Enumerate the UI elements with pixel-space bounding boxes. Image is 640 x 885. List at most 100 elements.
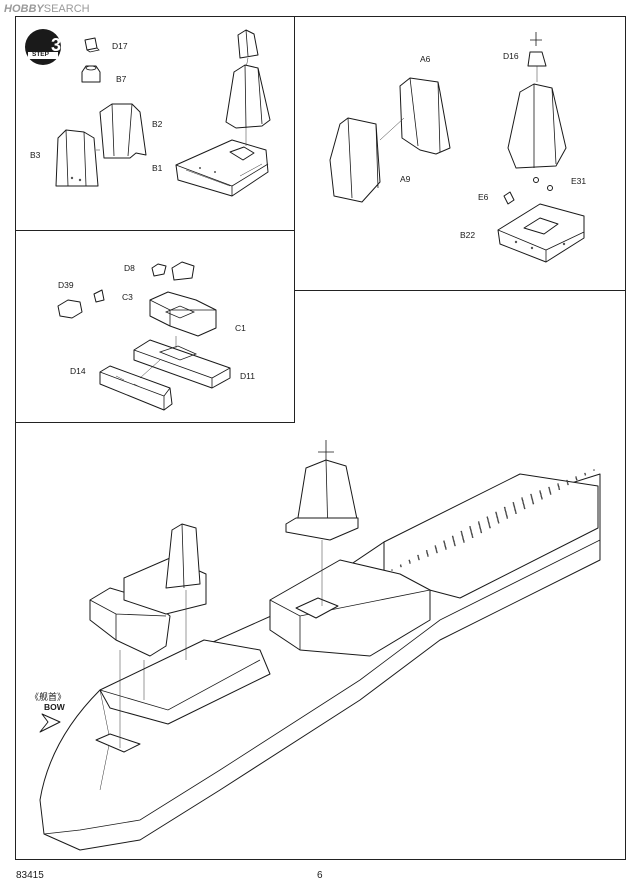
deck-tiedown-dot [435,550,438,552]
deck-tiedown-dot [566,482,569,484]
deck-tiedown-dot [453,542,456,544]
superstructure-drawing [95,559,431,753]
deck-tiedown-dot [530,493,532,496]
tower-b-cone-drawing [507,83,567,169]
assembly-guide-lines [119,540,323,748]
aft-tower-drawing [285,440,359,541]
deck-tiedown-dot [409,562,411,564]
deck-tiedown-dot [399,564,402,566]
label-d14: D14 [70,366,86,376]
deck-tiedown-dot [470,532,473,535]
deck-tiedown-dot [558,488,561,491]
hobbysearch-watermark: HOBBYSEARCH [4,3,90,15]
deck-tiedown-dot [496,515,498,518]
main-assembly-top-right [294,290,626,291]
part-d17-drawing [84,37,100,53]
deck-tiedown-dot [506,515,508,518]
deck-tiedown-dot [417,554,419,557]
deck-tiedown-dot [469,526,471,528]
deck-tiedown-dot [505,512,507,514]
deck-tiedown-dot [504,509,507,512]
deck-tiedown-dot [514,508,516,511]
deck-tiedown-dot [539,491,542,494]
deck-tiedown-dot [444,545,447,548]
part-b7-drawing [81,65,101,83]
bow-arrow-icon [39,713,61,733]
deck-tiedown-dot [557,484,560,487]
flight-deck-drawing [383,473,599,599]
deck-tiedown-dot [514,511,517,513]
bow-label-en: BOW [44,702,65,712]
deck-tiedown-dot [443,540,445,542]
deck-tiedown-dot [575,478,578,481]
deck-tiedown-dot [454,544,456,547]
deck-tiedown-dot [539,492,542,495]
deck-tiedown-dot [418,558,420,561]
label-c1: C1 [235,323,246,333]
flight-deck-dots [391,469,595,571]
deck-tiedown-dot [488,524,491,526]
deck-tiedown-dot [408,559,411,562]
deck-tiedown-dot [408,560,411,563]
deck-tiedown-dot [584,474,587,476]
deck-tiedown-dot [453,540,455,543]
deck-tiedown-dot [531,498,534,501]
label-d11: D11 [240,371,255,381]
deck-tiedown-dot [477,521,480,523]
deck-tiedown-dot [462,539,465,542]
deck-tiedown-dot [460,530,463,533]
deck-tiedown-dot [489,526,491,529]
deck-tiedown-dot [504,508,506,510]
deck-tiedown-dot [522,501,524,503]
part-c3-drawing [93,289,105,303]
deck-tiedown-dot [505,514,508,517]
deck-tiedown-dot [471,535,474,537]
deck-tiedown-dot [443,541,446,544]
deck-tiedown-dot [434,545,437,547]
bow-label-cn: 《舰首》 [30,692,67,702]
deck-tiedown-dot [417,557,420,559]
deck-tiedown-dot [512,502,515,504]
deck-tiedown-dot [434,546,437,549]
deck-tiedown-dot [575,477,578,480]
step-label: STEP [32,51,49,58]
deck-tiedown-dot [480,531,483,534]
product-code: 83415 [16,870,44,881]
deck-tiedown-dot [470,529,472,532]
deck-tiedown-dot [479,526,481,528]
deck-tiedown-dot [532,501,534,504]
deck-tiedown-dot [487,520,490,522]
label-b2: B2 [152,119,163,129]
deck-tiedown-dot [463,541,465,543]
deck-tiedown-dot [522,502,525,505]
deck-tiedown-dot [540,494,542,496]
deck-tiedown-dot [548,489,551,491]
tower-top-cap-drawing [237,29,259,59]
a6-a9-guide [379,117,405,141]
deck-tiedown-dot [558,487,560,489]
deck-tiedown-dot [523,506,526,508]
deck-tiedown-dot [453,543,456,545]
label-e31: E31 [571,176,587,186]
part-e31-drawing [533,177,553,191]
deck-tiedown-dot [513,507,516,509]
deck-tiedown-dot [530,495,533,497]
deck-tiedown-dot [593,469,595,471]
deck-tiedown-dot [488,525,491,528]
deck-tiedown-dot [557,485,560,488]
step-badge [25,29,61,65]
deck-tiedown-dot [452,539,455,542]
deck-tiedown-dot [531,497,533,500]
part-d16-drawing [527,32,547,67]
deck-tiedown-dot [444,544,446,546]
deck-tiedown-dot [436,551,438,554]
deck-tiedown-dot [495,512,498,515]
deck-tiedown-dot [461,533,463,535]
main-assembly-frame [15,290,626,860]
deck-tiedown-dot [487,519,489,521]
deck-tiedown-dot [469,527,472,529]
deck-tiedown-dot [567,483,569,486]
deck-tiedown-dot [495,511,497,514]
part-b2-drawing [99,103,147,159]
